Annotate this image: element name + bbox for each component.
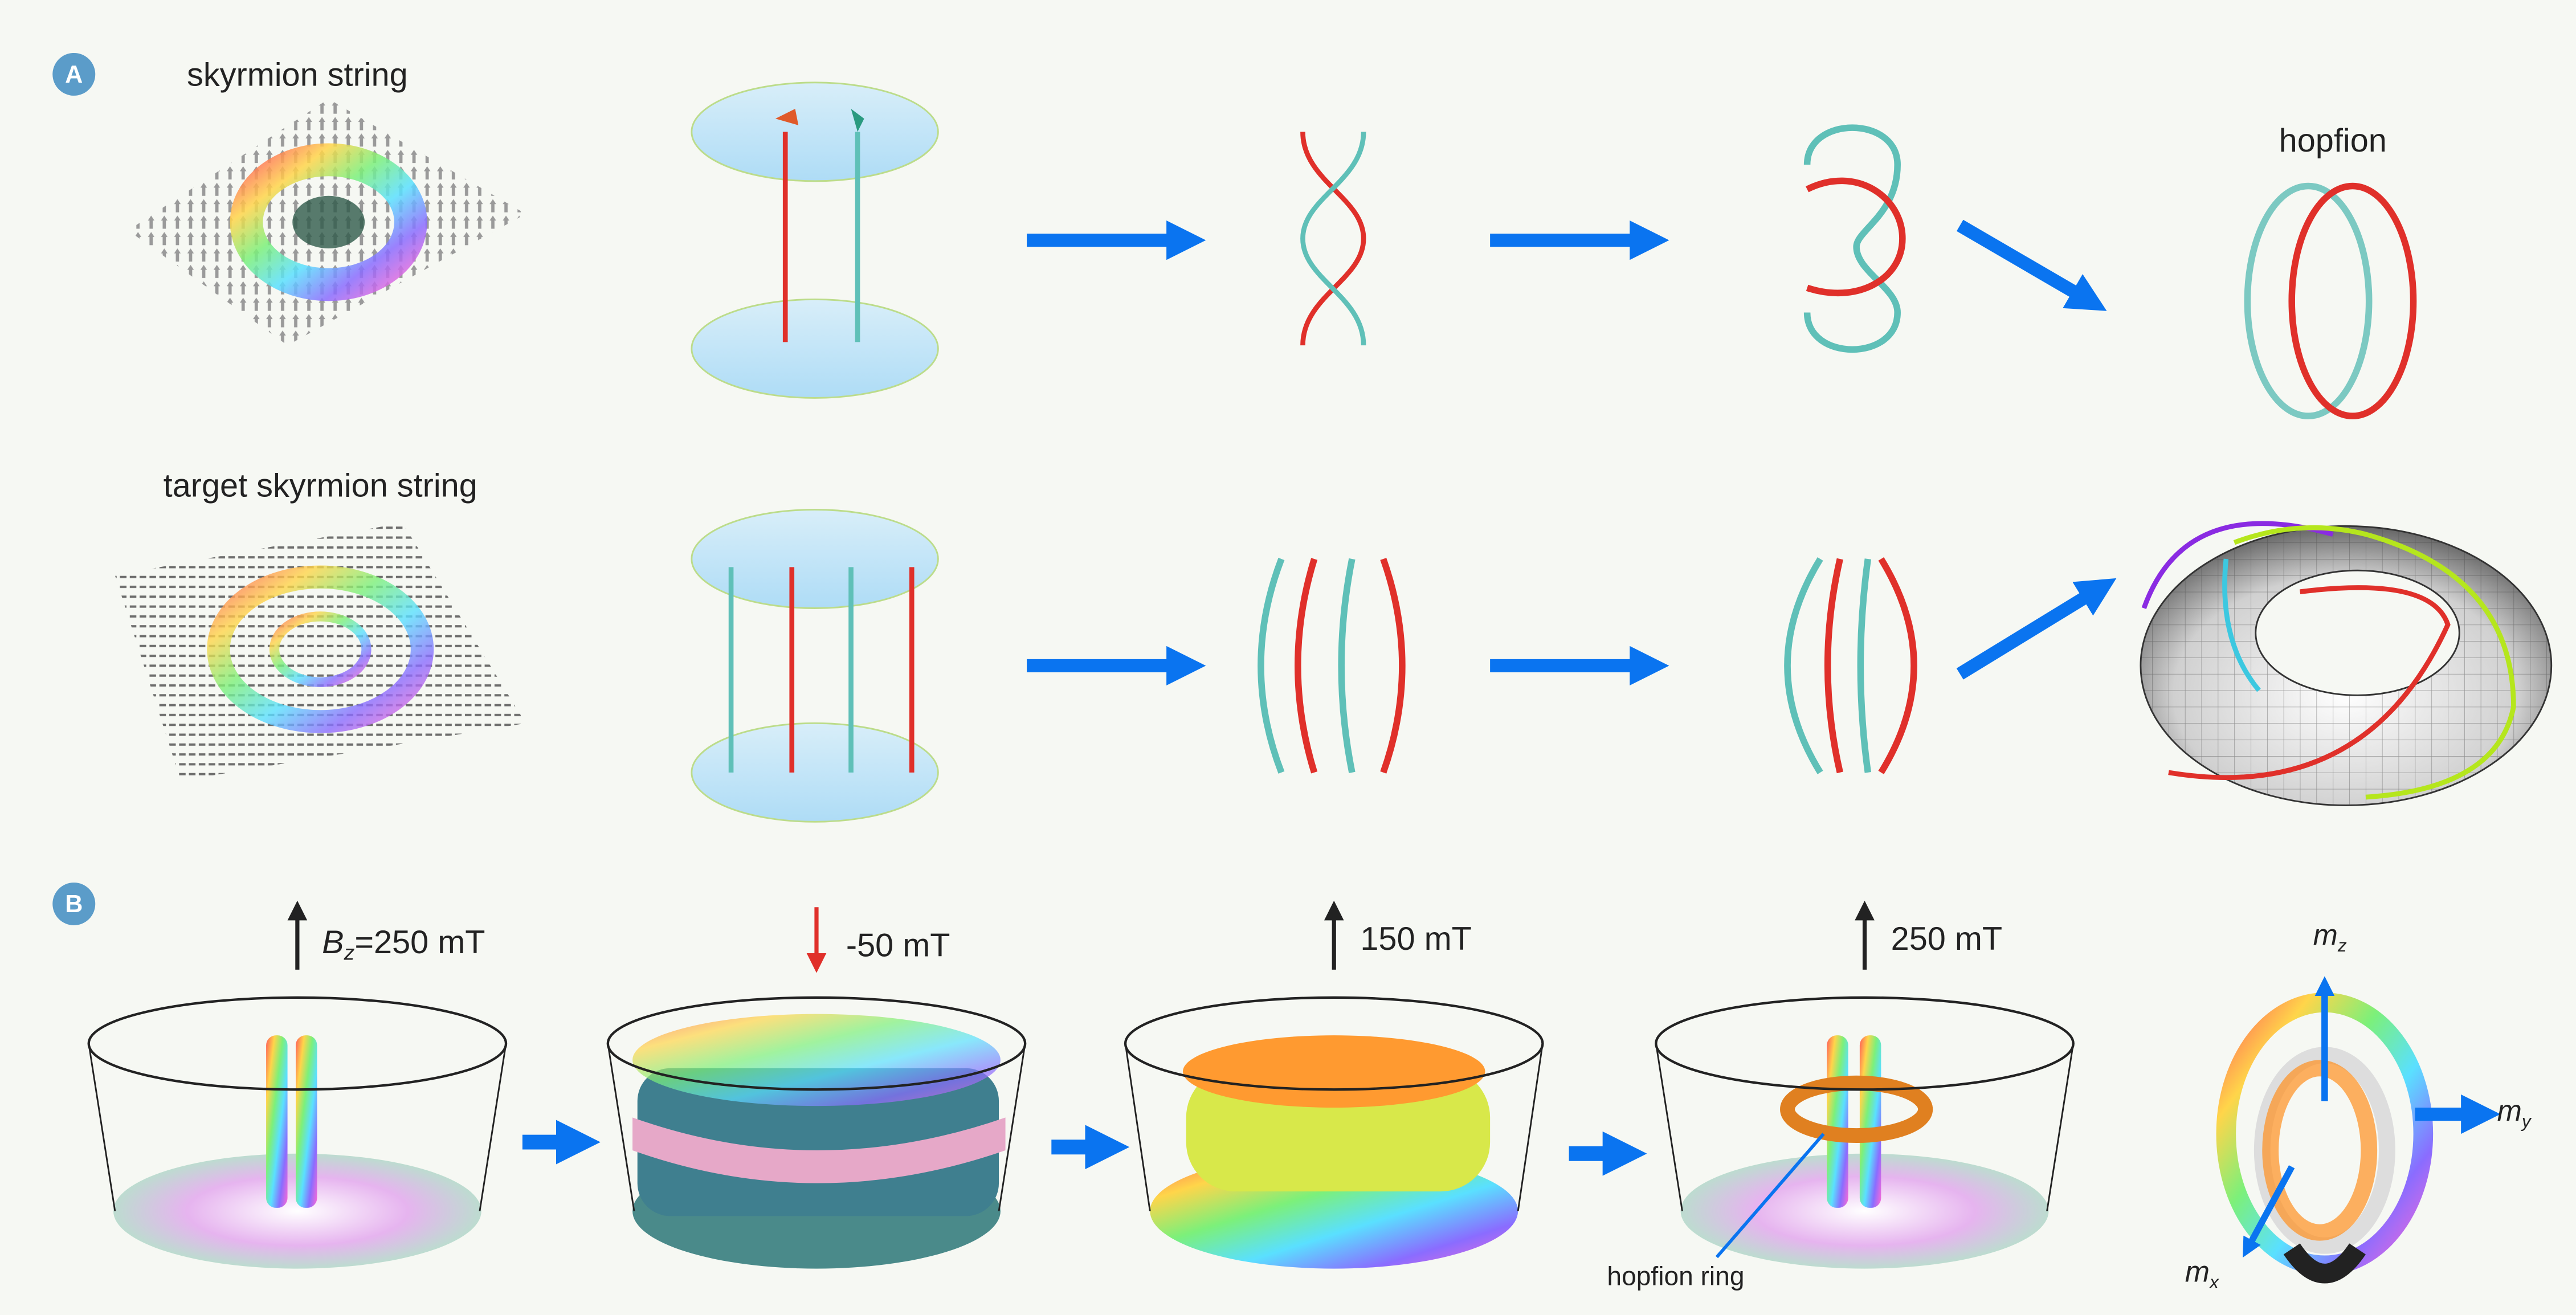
- twisted-strings: [1300, 132, 1366, 346]
- badge-a-label: A: [65, 61, 83, 88]
- hopfion-ring-label: hopfion ring: [1607, 1261, 1744, 1291]
- field-label-2: -50 mT: [846, 928, 950, 964]
- flow-arrows-row1: [1027, 219, 2107, 311]
- mz-label: mz: [2313, 918, 2347, 956]
- cylinder-3: [1124, 996, 1544, 1269]
- hopfion-link: [2244, 182, 2417, 419]
- panel-b: B Bz=250 mT -50 mT 150 mT 250 mT: [52, 883, 2532, 1292]
- arrow-up-right-icon: [1956, 578, 2117, 680]
- skyrmion-string-label: skyrmion string: [187, 57, 408, 93]
- field-label-1: Bz=250 mT: [322, 924, 485, 965]
- flow-arrows-row2: [1027, 578, 2117, 686]
- field-label-3: 150 mT: [1360, 921, 1471, 957]
- bent-strings-2: [1784, 557, 1917, 774]
- arrow-down-right-icon: [1956, 219, 2107, 311]
- target-skyrmion-string-label: target skyrmion string: [164, 467, 477, 504]
- flow-arrows-b: [522, 1120, 1647, 1176]
- my-label: my: [2497, 1094, 2532, 1132]
- target-string-schematic: [691, 509, 939, 823]
- badge-b-label: B: [65, 891, 83, 918]
- spin-arrow-icon: [851, 108, 864, 132]
- bent-strings-1: [1258, 557, 1406, 774]
- cylinder-1: [87, 996, 508, 1269]
- mx-label: mx: [2185, 1255, 2219, 1293]
- cylinder-4: [1655, 996, 2075, 1269]
- field-label-4: 250 mT: [1891, 921, 2002, 957]
- knotted-strings: [1803, 124, 1906, 353]
- panel-a: A skyrmion string hopfio: [52, 52, 2553, 823]
- badge-a: [52, 52, 96, 96]
- magnetization-color-legend: mz my mx: [2185, 918, 2532, 1293]
- skyrmion-lattice: [128, 99, 526, 346]
- hopfion-label: hopfion: [2279, 122, 2387, 159]
- mx-axis-arrow-icon: [2243, 1165, 2295, 1258]
- cylinder-2: [606, 996, 1027, 1269]
- hopfion-ring: [1780, 1075, 1933, 1144]
- hopfion-ring-pointer: [1715, 1133, 1825, 1259]
- hopfion-torus: [2140, 521, 2553, 806]
- badge-b: [52, 883, 96, 925]
- target-skyrmion-field: [115, 522, 526, 781]
- skyrmion-string-schematic: [691, 81, 939, 399]
- spin-arrow-icon: [775, 108, 799, 125]
